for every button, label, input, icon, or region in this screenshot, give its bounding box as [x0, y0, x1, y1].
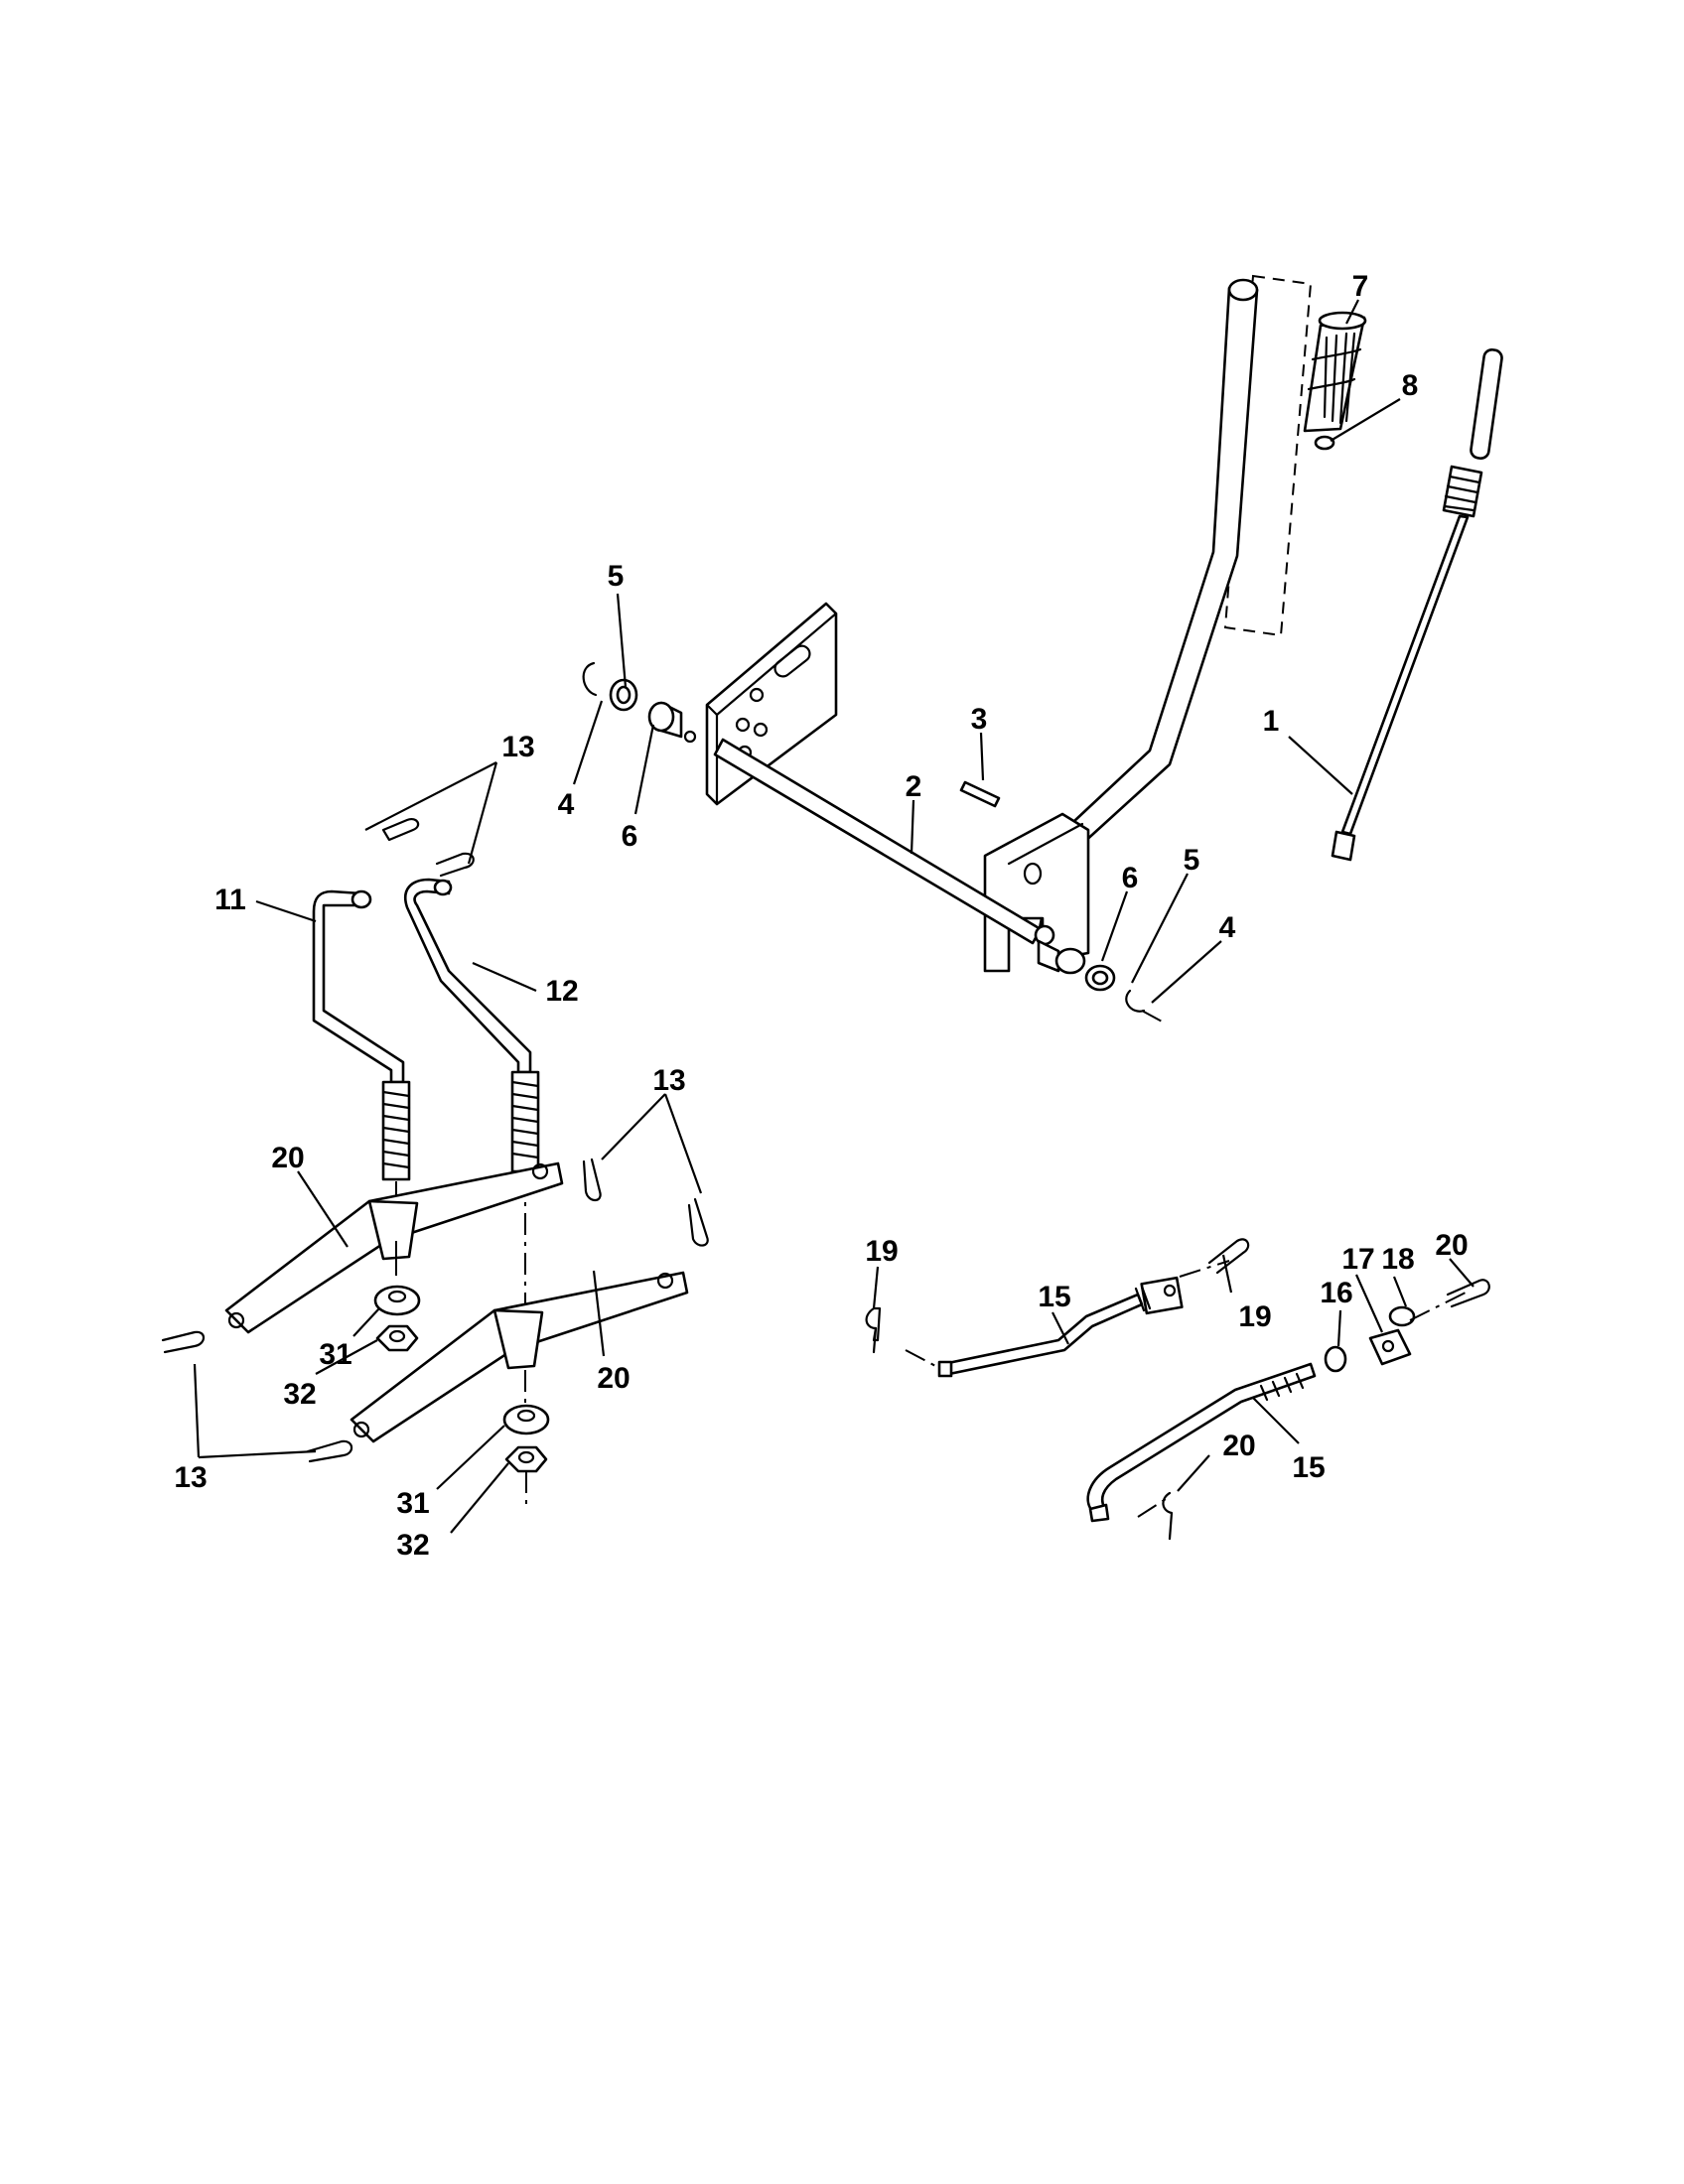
- callout-19-upper: 20: [271, 1142, 304, 1174]
- lift-link-11: [312, 889, 411, 1276]
- callout-7: 7: [1352, 270, 1369, 303]
- callout-20-lower: 20: [1222, 1430, 1255, 1462]
- hairpin-clips-13: [161, 818, 709, 1463]
- callout-3: 3: [971, 703, 988, 736]
- cross-shaft: [713, 738, 1055, 946]
- callout-13-top: 13: [501, 731, 534, 763]
- hairpin-clips-20: [865, 1238, 1490, 1541]
- callout-5-left: 5: [608, 560, 625, 593]
- callout-20-mid: 19: [1238, 1300, 1271, 1333]
- callout-20-left: 19: [865, 1235, 898, 1268]
- spacer-and-nut-right: [502, 1404, 550, 1509]
- spacer-and-nut-left: [373, 1285, 421, 1352]
- callout-31-upper: 31: [319, 1338, 351, 1371]
- adjustment-rod: [1331, 348, 1503, 862]
- callout-11: 11: [214, 884, 246, 916]
- callout-17: 17: [1341, 1243, 1374, 1276]
- callout-5-right: 5: [1184, 844, 1200, 877]
- handle-bracket: [983, 812, 1090, 973]
- lift-arm-upper: [224, 1161, 564, 1334]
- callout-13-bottom: 13: [174, 1461, 207, 1494]
- callout-13-right: 13: [652, 1064, 685, 1097]
- right-bushing-set: [1037, 939, 1165, 1024]
- callout-18: 18: [1381, 1243, 1414, 1276]
- callout-8: 8: [1402, 369, 1419, 402]
- callout-4-left: 4: [558, 788, 575, 821]
- callout-2: 2: [906, 770, 922, 803]
- callout-15-upper: 15: [1038, 1281, 1070, 1313]
- callout-31-lower: 31: [396, 1487, 429, 1520]
- callout-6-right: 6: [1122, 862, 1139, 894]
- callout-1: 1: [1263, 705, 1280, 738]
- roll-pin: [959, 780, 1001, 808]
- callout-32-lower: 32: [396, 1529, 429, 1562]
- lift-arm-lower: [350, 1271, 689, 1443]
- callout-15-lower: 15: [1292, 1451, 1325, 1484]
- callout-6-left: 6: [622, 820, 638, 853]
- handle-grip: [1303, 311, 1367, 451]
- callout-32-upper: 32: [283, 1378, 316, 1411]
- callout-16: 16: [1320, 1277, 1352, 1309]
- shift-rod-upper: [905, 1260, 1230, 1378]
- callout-4-right: 4: [1219, 911, 1236, 944]
- shift-rod-lower: [1086, 1290, 1471, 1523]
- callout-19-lower: 20: [597, 1362, 630, 1395]
- lift-link-12: [404, 878, 540, 1370]
- left-bushing-set: [582, 661, 697, 744]
- callout-labels: 1 2 3 4 4 5 5 6 6 7 8 11 12 13 13 13 15 …: [174, 270, 1468, 1562]
- leader-lines: [193, 299, 1474, 1534]
- callout-12: 12: [545, 975, 578, 1008]
- callout-20-right: 20: [1435, 1229, 1468, 1262]
